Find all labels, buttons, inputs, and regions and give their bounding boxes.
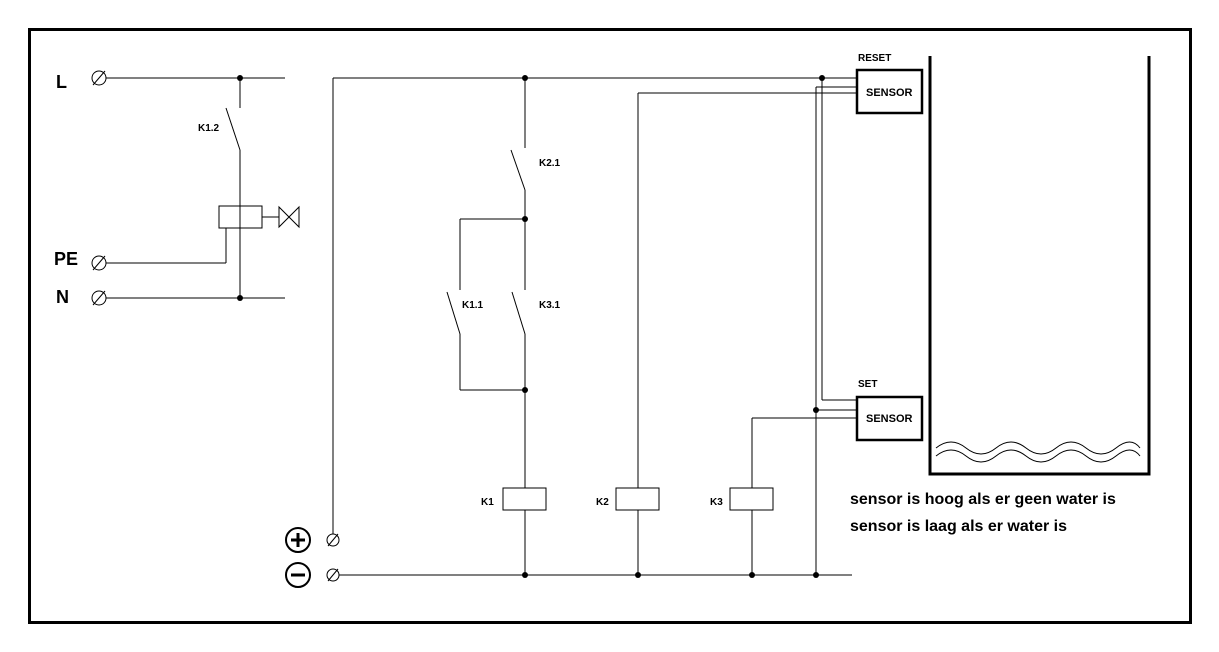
terminal-minus [326, 568, 340, 582]
set-sensor-label: SET [858, 379, 877, 390]
contact-label-k2-1: K2.1 [539, 158, 561, 169]
valve-icon [278, 205, 300, 229]
contact-label-k3-1: K3.1 [539, 300, 561, 311]
terminal-label-l: L [56, 72, 67, 92]
contact-k2-1-blade [510, 149, 526, 191]
reset-sensor [855, 68, 924, 115]
diagram-frame [28, 28, 1192, 624]
water-tank [928, 56, 1151, 476]
terminal-pe [91, 255, 107, 271]
terminal-label-pe: PE [54, 249, 78, 269]
set-sensor [855, 395, 924, 442]
contact-k1-2-blade [225, 107, 241, 151]
reset-sensor-text: SENSOR [866, 87, 913, 99]
plus-terminal-icon [285, 527, 311, 553]
coil-k1 [502, 487, 547, 511]
contact-label-k1-1: K1.1 [462, 300, 484, 311]
terminal-plus [326, 533, 340, 547]
coil-label-k3: K3 [710, 497, 723, 508]
coil-k2 [615, 487, 660, 511]
junction-dot [813, 407, 819, 413]
note-line-2: sensor is laag als er water is [850, 518, 1067, 535]
junction-dot [522, 387, 528, 393]
contact-k1-1-blade [446, 291, 461, 335]
contact-k3-1-blade [511, 291, 526, 335]
coil-k3 [729, 487, 774, 511]
terminal-n [91, 290, 107, 306]
minus-terminal-icon [285, 562, 311, 588]
set-sensor-text: SENSOR [866, 413, 913, 425]
junction-dot [237, 295, 243, 301]
water-waves [935, 441, 1141, 463]
contact-label-k1-2: K1.2 [198, 123, 220, 134]
terminal-l [91, 70, 107, 86]
note-line-1: sensor is hoog als er geen water is [850, 491, 1116, 508]
coil-label-k2: K2 [596, 497, 609, 508]
reset-sensor-label: RESET [858, 53, 891, 64]
terminal-label-n: N [56, 287, 69, 307]
coil-label-k1: K1 [481, 497, 494, 508]
